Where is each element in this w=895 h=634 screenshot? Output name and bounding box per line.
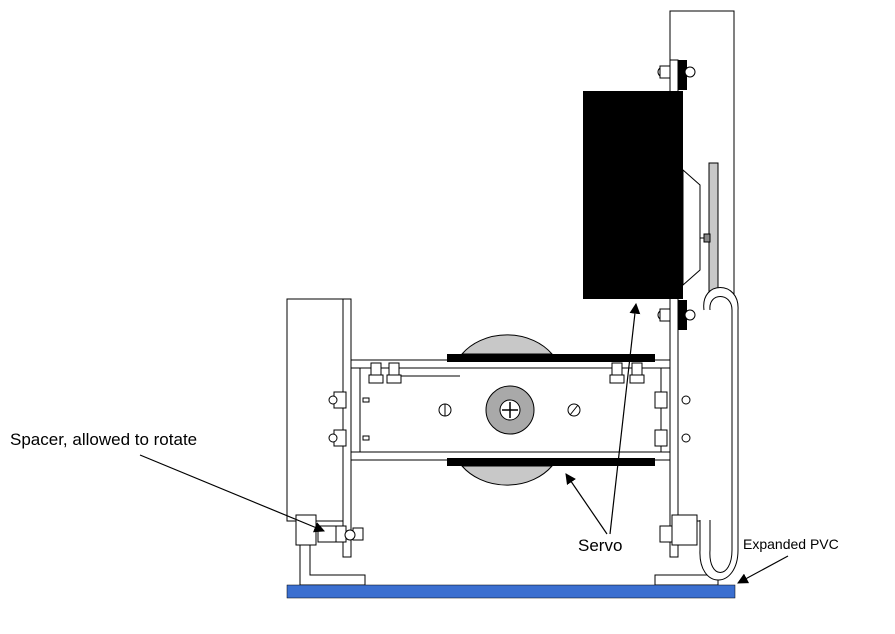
left-upright-panel [286,298,350,522]
servo-horn-mount [682,168,701,287]
wheel-upper-arc [460,334,554,355]
upper-servo-pad [447,354,655,362]
servo-leader-arrow-1 [565,473,608,535]
expanded-pvc-label: Expanded PVC [743,536,839,552]
spacer-leader-arrow [139,454,325,533]
left-bracket-plate [342,298,352,558]
servo-body [583,91,683,299]
lower-servo-pad [447,458,655,466]
servo-label: Servo [578,536,623,555]
servo-leader-arrow-2 [609,302,641,535]
expanded-pvc-base-plate [286,584,736,599]
servo-flange-top [678,60,687,90]
pvc-leader-arrow [737,555,789,584]
servo-flange-bottom [678,300,687,330]
spacer-label: Spacer, allowed to rotate [10,430,198,449]
wheel-lower-arc [460,465,554,486]
